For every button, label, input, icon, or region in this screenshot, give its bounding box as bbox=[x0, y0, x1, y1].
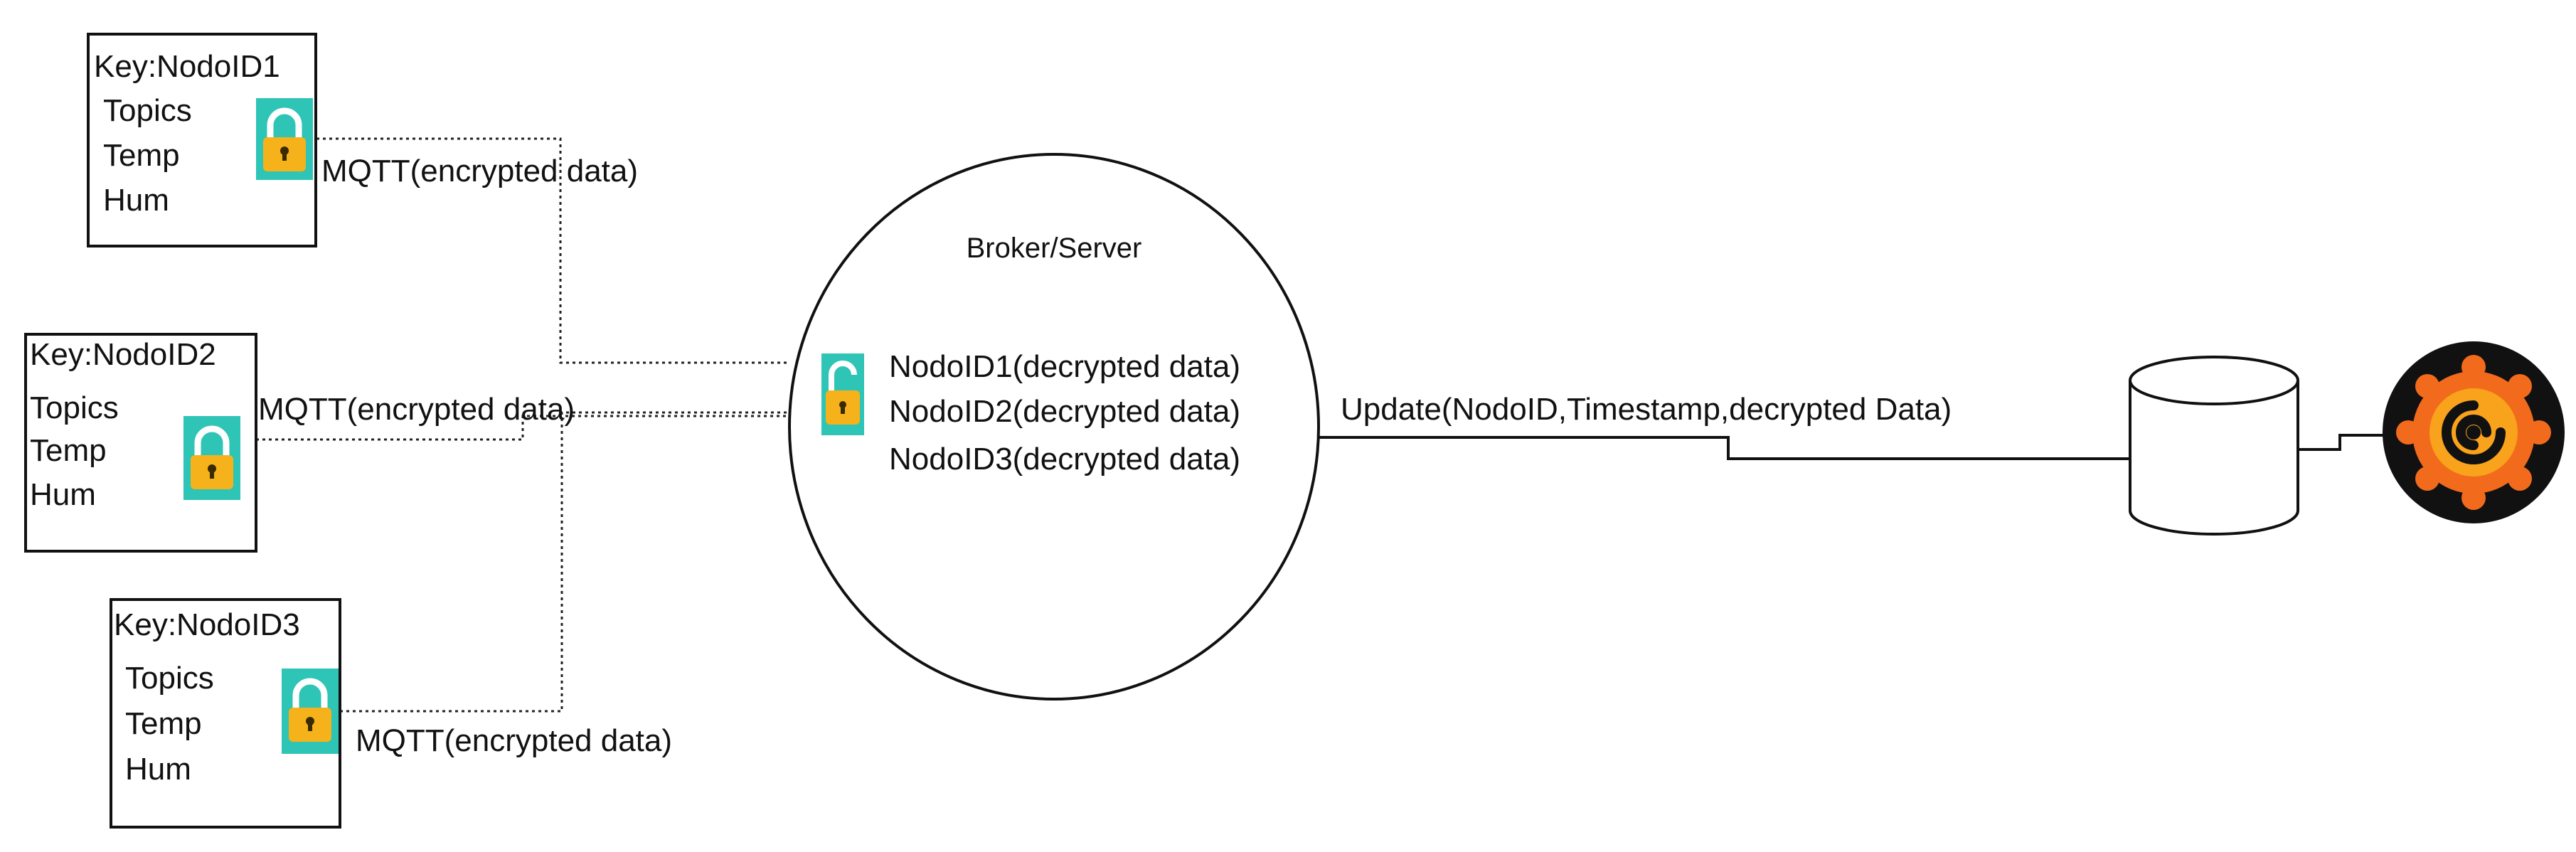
connector-node3 bbox=[340, 411, 789, 713]
mqtt-connectors bbox=[256, 137, 789, 713]
node-hum-label: Hum bbox=[125, 752, 191, 787]
update-label: Update(NodoID,Timestamp,decrypted Data) bbox=[1341, 392, 1952, 427]
node-temp-label: Temp bbox=[125, 706, 202, 741]
node-3: Key:NodoID3 Topics Temp Hum MQTT(encrypt… bbox=[110, 598, 672, 829]
connector-node1 bbox=[316, 137, 789, 364]
node-topics-label: Topics bbox=[103, 93, 192, 128]
broker-circle bbox=[788, 153, 1320, 701]
update-connector: Update(NodoID,Timestamp,decrypted Data) bbox=[1319, 392, 2130, 460]
broker-line-2: NodoID2(decrypted data) bbox=[889, 394, 1240, 429]
database-cylinder-icon bbox=[2129, 356, 2299, 536]
broker-server: Broker/Server NodoID1(decrypted data) No… bbox=[788, 153, 1320, 701]
mqtt-link-label: MQTT(encrypted data) bbox=[321, 154, 638, 188]
node-1: Key:NodoID1 Topics Temp Hum MQTT(encrypt… bbox=[87, 33, 638, 247]
mqtt-link-label: MQTT(encrypted data) bbox=[356, 723, 672, 758]
grafana-logo-icon bbox=[2383, 341, 2565, 523]
node-temp-label: Temp bbox=[103, 138, 180, 173]
broker-line-1: NodoID1(decrypted data) bbox=[889, 349, 1240, 384]
update-line bbox=[1319, 436, 2130, 460]
mqtt-link-label: MQTT(encrypted data) bbox=[258, 392, 575, 427]
node-hum-label: Hum bbox=[103, 183, 169, 218]
node-hum-label: Hum bbox=[30, 477, 96, 512]
padlock-closed-icon bbox=[256, 98, 313, 180]
node-2: Key:NodoID2 Topics Temp Hum MQTT(encrypt… bbox=[24, 333, 575, 553]
node-temp-label: Temp bbox=[30, 433, 107, 468]
padlock-open-icon bbox=[821, 353, 864, 435]
padlock-closed-icon bbox=[282, 669, 339, 754]
node-topics-label: Topics bbox=[125, 661, 214, 696]
db-to-dashboard-line bbox=[2298, 434, 2384, 451]
broker-line-3: NodoID3(decrypted data) bbox=[889, 442, 1240, 476]
node-topics-label: Topics bbox=[30, 390, 119, 425]
broker-title: Broker/Server bbox=[967, 233, 1142, 264]
connector-node2 bbox=[256, 415, 789, 441]
node-key: Key:NodoID3 bbox=[114, 607, 300, 642]
node-key: Key:NodoID1 bbox=[94, 49, 280, 84]
padlock-closed-icon bbox=[183, 416, 240, 500]
node-key: Key:NodoID2 bbox=[30, 337, 216, 372]
